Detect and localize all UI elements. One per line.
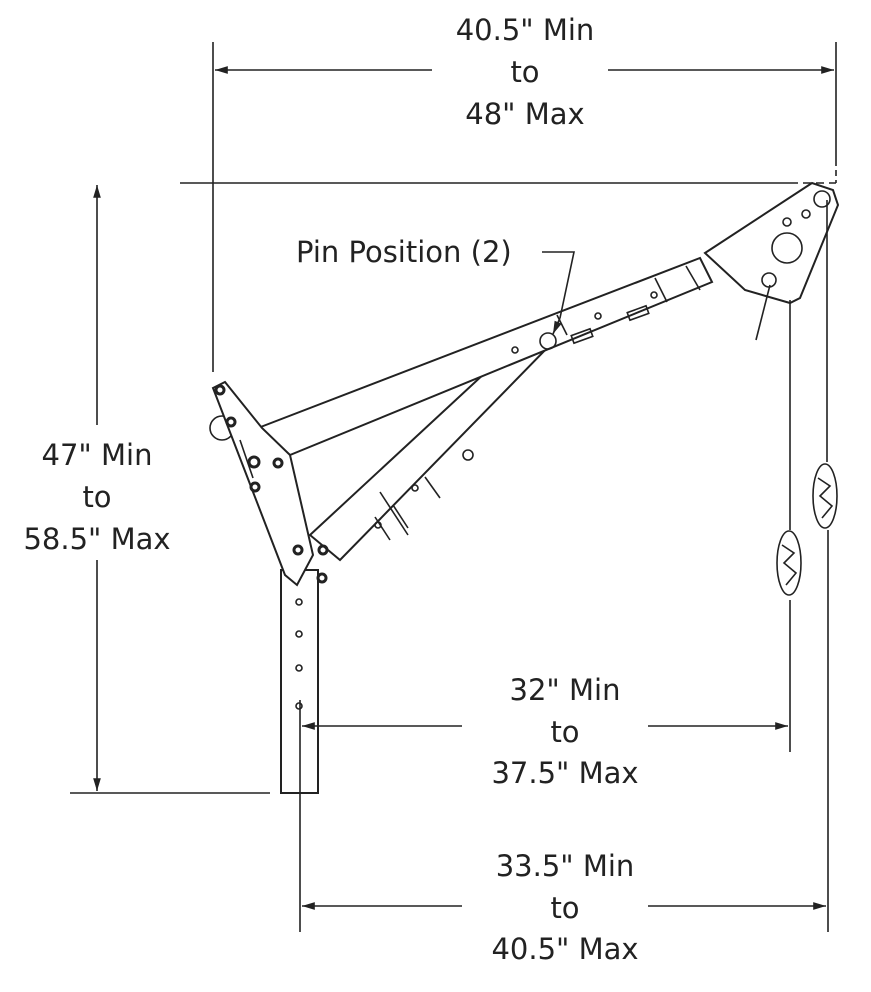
height-dimension: 47" Min to 58.5" Max <box>23 182 836 794</box>
upper-arm <box>256 256 714 457</box>
pin-position-label: Pin Position (2) <box>296 235 512 269</box>
pin-position-callout: Pin Position (2) <box>296 235 575 335</box>
outer-reach-to: to <box>550 891 579 925</box>
height-to: to <box>82 480 111 514</box>
boom-head <box>703 181 840 341</box>
outer-reach-dimension: 33.5" Min to 40.5" Max <box>302 530 829 966</box>
inner-reach-max: 37.5" Max <box>491 756 638 790</box>
outer-reach-max: 40.5" Max <box>491 932 638 966</box>
lifelines <box>776 200 838 596</box>
snap-hook-icon <box>812 463 838 529</box>
outer-reach-min: 33.5" Min <box>496 849 635 883</box>
top-width-max: 48" Max <box>465 97 584 131</box>
top-width-min: 40.5" Min <box>456 13 595 47</box>
inner-reach-min: 32" Min <box>510 673 621 707</box>
top-width-dimension: 40.5" Min to 48" Max <box>212 13 837 372</box>
snap-hook-icon <box>776 530 802 596</box>
height-min: 47" Min <box>42 438 153 472</box>
inner-reach-dimension: 32" Min to 37.5" Max <box>299 600 791 932</box>
base-plate <box>209 380 329 587</box>
inner-reach-to: to <box>550 715 579 749</box>
top-width-to: to <box>510 55 539 89</box>
height-max: 58.5" Max <box>23 522 170 556</box>
